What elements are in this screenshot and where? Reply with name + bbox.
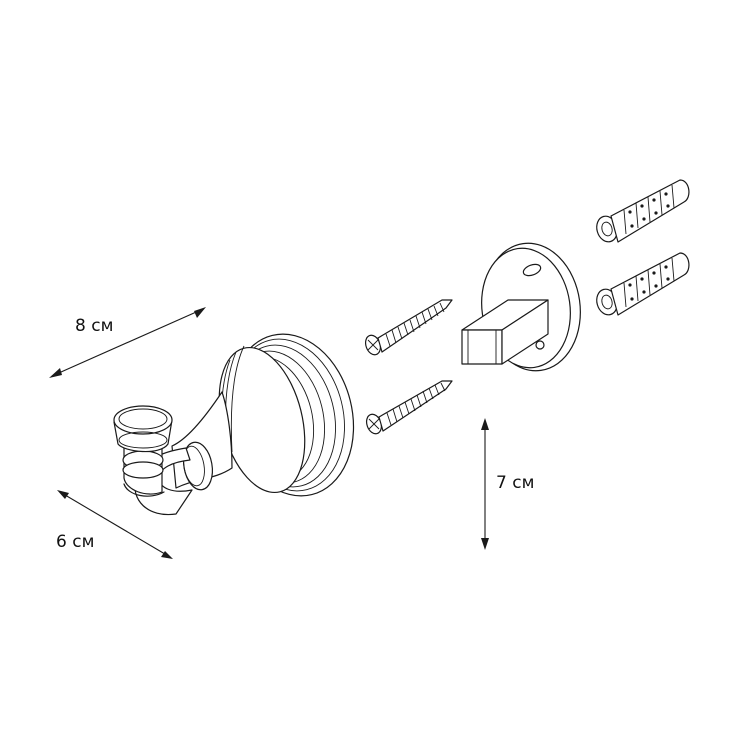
dimension-height-label: 7 см	[496, 473, 535, 493]
dimension-length-label: 8 см	[75, 316, 114, 336]
dimension-height-line	[481, 418, 489, 550]
dimension-length-line	[49, 307, 206, 378]
screw-upper	[364, 299, 453, 356]
wall-anchor-lower	[596, 252, 690, 316]
dimension-depth-label: 6 см	[56, 532, 95, 552]
screw-lower	[365, 380, 453, 435]
dimension-depth-line	[57, 490, 173, 559]
wall-anchor-upper	[596, 179, 690, 243]
hook-body	[113, 333, 355, 516]
wall-mounting-plate	[461, 242, 581, 372]
